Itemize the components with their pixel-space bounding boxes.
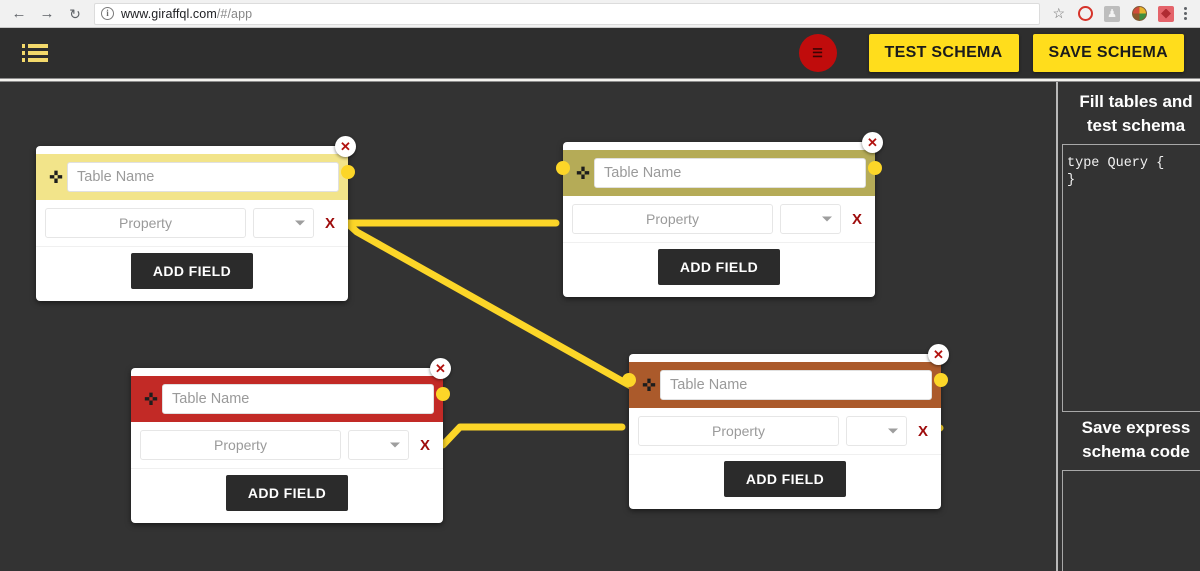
table-node-footer: ADD FIELD: [629, 454, 941, 509]
avatar-glyph: ☰: [812, 46, 823, 60]
property-name-input[interactable]: [140, 430, 341, 460]
add-field-button[interactable]: ADD FIELD: [225, 475, 349, 511]
chevron-down-icon: [390, 442, 400, 448]
property-row: X: [131, 387, 450, 468]
property-row: X: [556, 161, 882, 242]
header-divider: [0, 78, 1200, 82]
table-node-header: ✜: [131, 376, 443, 422]
grey-person-extension-icon[interactable]: ♟: [1102, 4, 1122, 24]
property-type-select[interactable]: [846, 416, 907, 446]
property-row: X: [36, 165, 355, 246]
move-icon[interactable]: ✜: [48, 167, 64, 187]
table-node-footer: ADD FIELD: [563, 242, 875, 297]
delete-field-button[interactable]: X: [851, 210, 862, 228]
table-name-input[interactable]: [162, 384, 434, 414]
address-bar[interactable]: i www.giraffql.com/#/app: [94, 2, 1041, 25]
property-row: X: [622, 373, 948, 454]
browser-nav-buttons: ← → ↻: [0, 1, 92, 27]
table-node-header: ✜: [563, 150, 875, 196]
close-icon[interactable]: ✕: [430, 358, 451, 379]
table-name-input[interactable]: [660, 370, 932, 400]
back-arrow-icon[interactable]: ←: [11, 5, 27, 22]
address-bar-url: www.giraffql.com/#/app: [121, 7, 252, 21]
add-field-button[interactable]: ADD FIELD: [723, 461, 847, 497]
app-header: ☰ TEST SCHEMA SAVE SCHEMA: [0, 28, 1200, 78]
save-schema-button[interactable]: SAVE SCHEMA: [1032, 34, 1184, 72]
property-type-select[interactable]: [780, 204, 841, 234]
property-name-input[interactable]: [572, 204, 773, 234]
color-wheel-extension-icon[interactable]: [1129, 4, 1149, 24]
avatar[interactable]: ☰: [798, 34, 837, 72]
table-node-footer: ADD FIELD: [131, 468, 443, 523]
input-port[interactable]: [556, 161, 570, 175]
property-type-select[interactable]: [348, 430, 409, 460]
browser-actions: ☆ ♟: [1046, 4, 1200, 24]
test-schema-button[interactable]: TEST SCHEMA: [868, 34, 1019, 72]
forward-arrow-icon[interactable]: →: [39, 5, 55, 22]
property-name-input[interactable]: [638, 416, 839, 446]
delete-field-button[interactable]: X: [419, 436, 430, 454]
edge-node3-to-node4[interactable]: [439, 423, 626, 449]
kebab-menu-icon[interactable]: [1180, 7, 1196, 20]
table-node[interactable]: ✕ ✜ X ADD FIELD: [622, 344, 949, 509]
delete-field-button[interactable]: X: [917, 422, 928, 440]
input-port[interactable]: [622, 373, 636, 387]
close-icon[interactable]: ✕: [335, 136, 356, 157]
table-name-input[interactable]: [67, 162, 339, 192]
red-square-extension-icon[interactable]: [1156, 4, 1176, 24]
table-node[interactable]: ✕ ✜ X ADD FIELD: [131, 358, 451, 523]
output-port[interactable]: [934, 373, 948, 387]
reload-icon[interactable]: ↻: [69, 5, 81, 22]
table-node[interactable]: ✕ ✜ X ADD FIELD: [556, 132, 883, 297]
save-schema-code-area[interactable]: [1062, 470, 1200, 571]
chevron-down-icon: [822, 216, 832, 222]
move-icon[interactable]: ✜: [641, 375, 657, 395]
url-host: www.giraffql.com: [121, 6, 217, 21]
output-port[interactable]: [868, 161, 882, 175]
url-path: /#/app: [216, 6, 253, 21]
bookmark-star-icon[interactable]: ☆: [1052, 5, 1065, 21]
add-field-button[interactable]: ADD FIELD: [657, 249, 781, 285]
schema-canvas[interactable]: ✕ ✜ X ADD FIELD ✕ ✜ X ADD FIELD: [0, 82, 1056, 571]
close-icon[interactable]: ✕: [928, 344, 949, 365]
output-port[interactable]: [436, 387, 450, 401]
table-name-input[interactable]: [594, 158, 866, 188]
site-info-icon[interactable]: i: [101, 7, 114, 20]
output-port[interactable]: [341, 165, 355, 179]
table-node[interactable]: ✕ ✜ X ADD FIELD: [36, 136, 356, 301]
schema-side-panel: Fill tables and test schema type Query {…: [1056, 82, 1200, 571]
table-node-footer: ADD FIELD: [36, 246, 348, 301]
save-schema-section-title: Save express schema code: [1081, 418, 1191, 461]
browser-toolbar: ← → ↻ i www.giraffql.com/#/app ☆ ♟: [0, 0, 1200, 28]
chevron-down-icon: [888, 428, 898, 434]
table-node-header: ✜: [629, 362, 941, 408]
test-schema-section-title: Fill tables and test schema: [1079, 92, 1193, 135]
chevron-down-icon: [295, 220, 305, 226]
list-menu-icon[interactable]: [22, 44, 48, 62]
property-name-input[interactable]: [45, 208, 246, 238]
delete-field-button[interactable]: X: [324, 214, 335, 232]
move-icon[interactable]: ✜: [143, 389, 159, 409]
close-icon[interactable]: ✕: [862, 132, 883, 153]
property-type-select[interactable]: [253, 208, 314, 238]
table-node-header: ✜: [36, 154, 348, 200]
add-field-button[interactable]: ADD FIELD: [130, 253, 254, 289]
test-schema-code-area[interactable]: type Query { }: [1062, 144, 1200, 412]
move-icon[interactable]: ✜: [575, 163, 591, 183]
opera-extension-icon[interactable]: [1075, 4, 1095, 24]
